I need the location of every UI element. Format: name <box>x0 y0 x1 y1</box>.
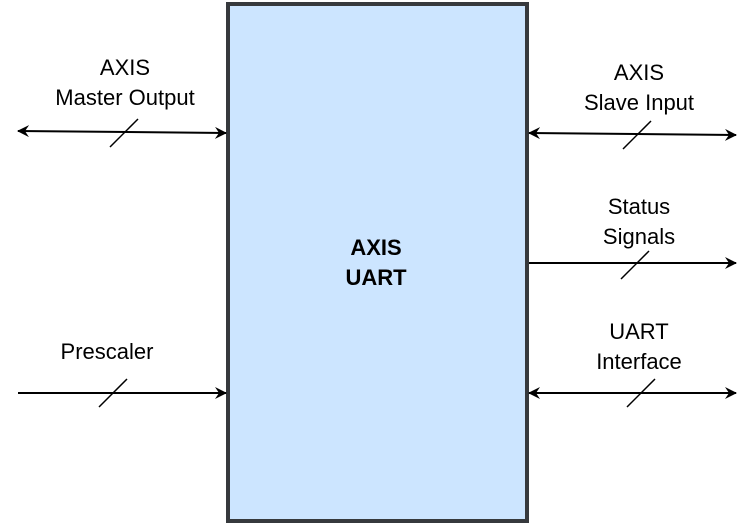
uart-interface-label-line1: UART <box>609 319 669 344</box>
bus-slash-status-signals <box>620 250 650 280</box>
axis-master-output-arrow <box>17 125 227 139</box>
axis-uart-block <box>226 2 529 523</box>
port-prescaler: Prescaler <box>18 339 227 408</box>
bus-slash-uart-interface <box>626 378 656 408</box>
status-signals-label-line2: Signals <box>603 224 675 249</box>
bus-slash-axis-slave-input <box>622 120 652 150</box>
status-signals-label-line1: Status <box>608 194 670 219</box>
axis-master-output-label-line2: Master Output <box>55 85 194 110</box>
axis-slave-input-label-line2: Slave Input <box>584 90 694 115</box>
axis-slave-input-label-line1: AXIS <box>614 60 664 85</box>
bus-slash-axis-master-output <box>109 118 139 148</box>
uart-interface-label-line2: Interface <box>596 349 682 374</box>
port-axis-master-output: AXIS Master Output <box>17 55 227 148</box>
port-uart-interface: UART Interface <box>528 319 737 408</box>
port-axis-slave-input: AXIS Slave Input <box>528 60 737 150</box>
block-title-line2: UART <box>345 265 407 290</box>
prescaler-label: Prescaler <box>61 339 154 364</box>
block-title-line1: AXIS <box>350 235 401 260</box>
bus-slash-prescaler <box>98 378 128 408</box>
axis-master-output-label-line1: AXIS <box>100 55 150 80</box>
port-status-signals: Status Signals <box>529 194 737 280</box>
axis-slave-input-arrow <box>528 127 737 141</box>
